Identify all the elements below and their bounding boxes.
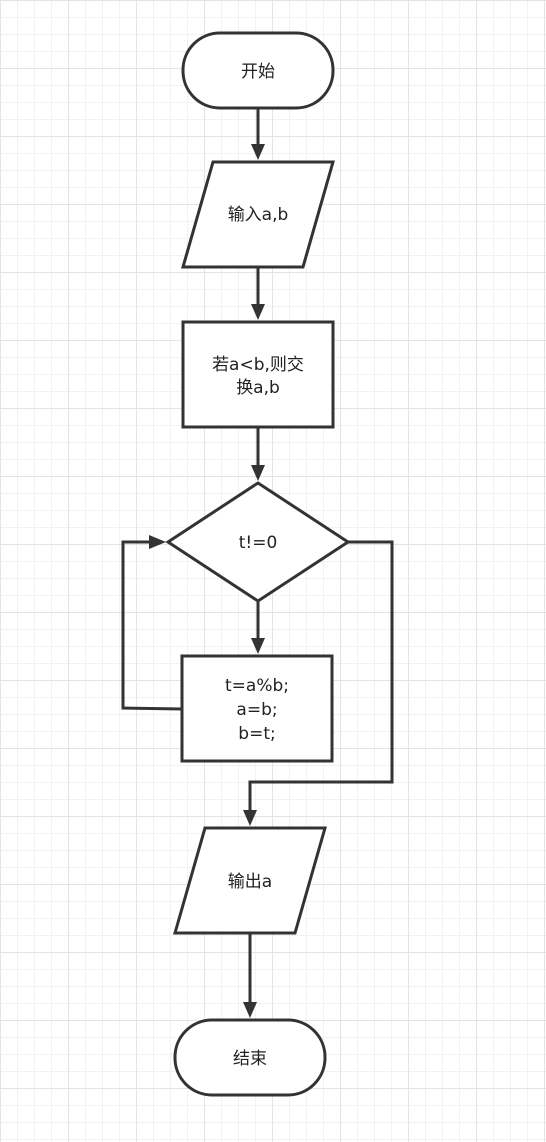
start-node: 开始	[181, 31, 335, 110]
arrowhead-output-to-end	[243, 1002, 257, 1018]
edges	[121, 108, 394, 1018]
swap-label-line1: 若a<b,则交	[212, 355, 304, 375]
body-label-line2: a=b;	[236, 700, 277, 720]
arrowhead-condition-to-body	[251, 638, 265, 654]
edge-condition-exit	[248, 540, 394, 812]
input-node: 输入a,b	[181, 160, 335, 269]
end-node: 结束	[173, 1018, 327, 1097]
edge-body-loop-back	[121, 540, 183, 711]
output-label: 输出a	[228, 872, 272, 892]
body-label-line3: b=t;	[238, 724, 275, 744]
output-node: 输出a	[173, 826, 327, 935]
arrowhead-swap-to-condition	[251, 465, 265, 481]
start-label: 开始	[241, 62, 275, 82]
loop-body-node: t=a%b; a=b; b=t;	[180, 654, 334, 763]
swap-node: 若a<b,则交 换a,b	[181, 320, 335, 429]
end-label: 结束	[233, 1049, 267, 1069]
arrowhead-start-to-input	[251, 144, 265, 160]
arrowhead-condition-exit	[243, 810, 257, 826]
condition-node: t!=0	[165, 481, 351, 603]
body-label-line1: t=a%b;	[225, 676, 289, 696]
condition-label: t!=0	[239, 533, 278, 553]
arrowhead-input-to-swap	[251, 304, 265, 320]
swap-label-line2: 换a,b	[236, 378, 280, 398]
input-label: 输入a,b	[228, 205, 289, 225]
arrowhead-loop-back	[149, 535, 166, 549]
